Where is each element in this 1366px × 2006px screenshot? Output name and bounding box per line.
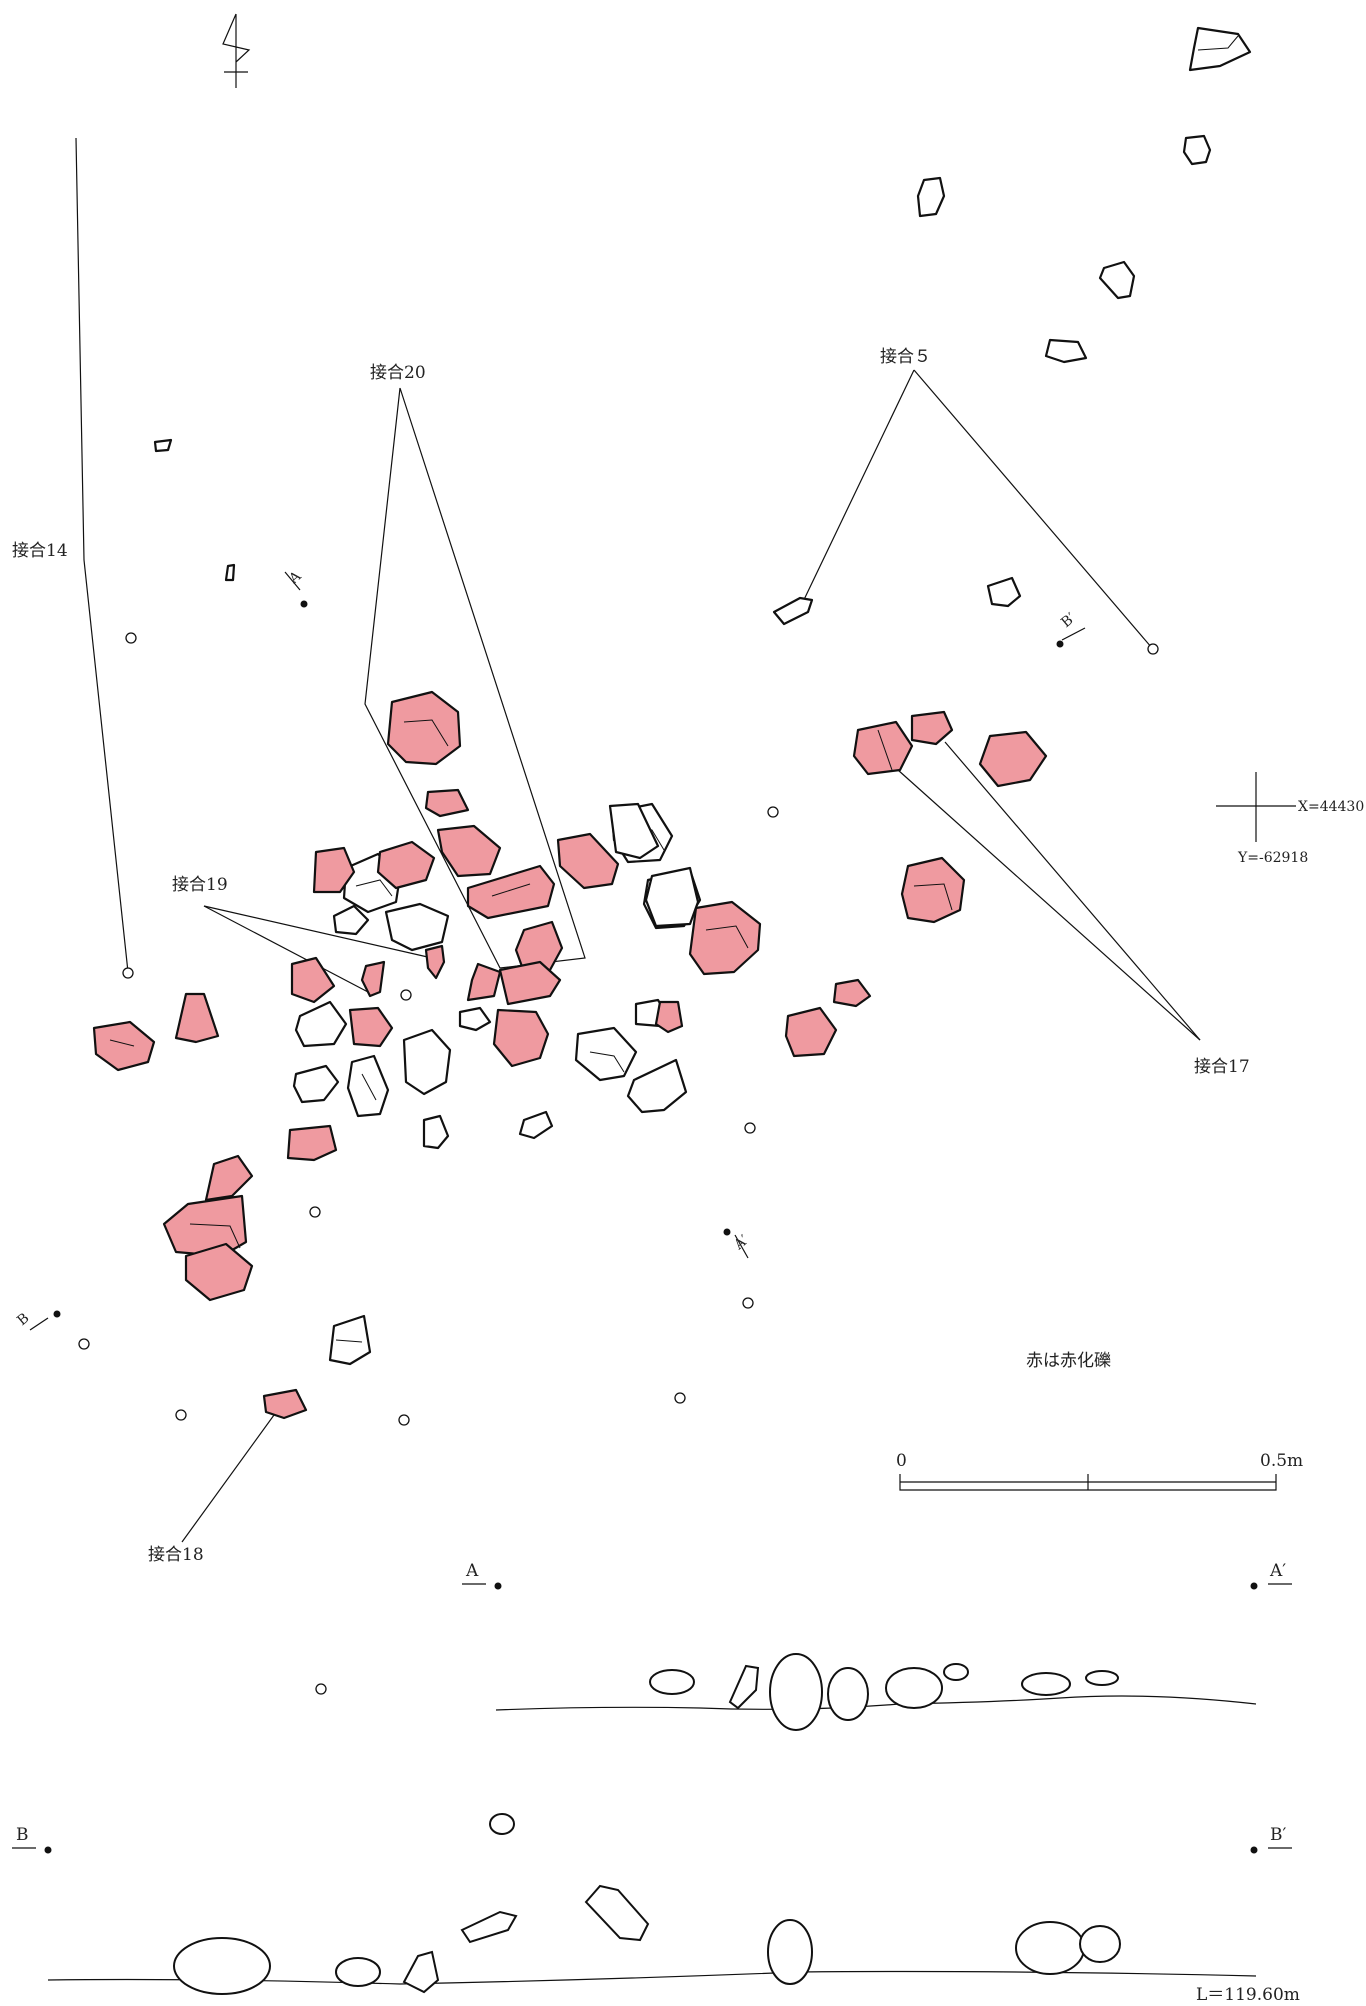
stone	[360, 960, 386, 998]
stone	[832, 978, 872, 1008]
stone	[1044, 338, 1088, 364]
stone	[852, 720, 914, 776]
stone	[292, 1064, 340, 1104]
join5-label: 接合５	[880, 347, 931, 367]
stone	[654, 1000, 684, 1034]
unburnt-stones	[153, 26, 1252, 1366]
stone	[910, 710, 954, 746]
elevation-label: L＝119.60m	[1196, 1985, 1300, 2005]
svg-text:B′: B′	[1058, 610, 1079, 631]
stone	[466, 962, 502, 1002]
stone	[492, 1008, 550, 1068]
join20-label: 接合20	[370, 363, 426, 383]
stone	[916, 176, 946, 218]
stone	[174, 992, 220, 1044]
join14-label: 接合14	[12, 541, 68, 561]
section-a-label: A	[465, 1561, 479, 1581]
section-a: A A′	[462, 1561, 1292, 1731]
stone	[900, 856, 966, 924]
stone	[626, 1058, 688, 1114]
scale-end: 0.5m	[1260, 1451, 1303, 1471]
stone	[556, 832, 620, 890]
stone	[153, 438, 173, 453]
stone	[424, 788, 470, 818]
stone	[784, 1006, 838, 1058]
stone	[608, 802, 660, 860]
north-arrow-icon	[222, 13, 251, 88]
svg-text:A′: A′	[731, 1232, 752, 1253]
join17-label: 接合17	[1194, 1057, 1250, 1077]
stone	[1098, 260, 1136, 300]
stone	[224, 563, 236, 582]
stone	[772, 596, 814, 626]
section-b-prime-label: B′	[1270, 1825, 1286, 1845]
stone	[422, 1114, 450, 1150]
stone	[162, 1194, 248, 1258]
stone	[348, 1006, 394, 1048]
scale-bar: 0 0.5m	[896, 1451, 1303, 1491]
join19-label: 接合19	[172, 875, 228, 895]
stone	[644, 866, 700, 928]
stone	[688, 900, 762, 976]
stone	[574, 1026, 638, 1082]
stone	[290, 956, 336, 1004]
stone	[376, 840, 436, 890]
stone	[328, 1314, 372, 1366]
scale-start: 0	[896, 1451, 907, 1471]
stone	[518, 1110, 554, 1140]
section-b-label: B	[16, 1825, 29, 1845]
stone	[986, 576, 1022, 608]
stone	[312, 846, 356, 894]
join-lines	[75, 137, 1201, 1543]
stone	[184, 1242, 254, 1302]
stone	[262, 1388, 308, 1420]
coordinate-cross: X=44430 Y=-62918	[1216, 772, 1364, 866]
svg-text:B: B	[14, 1310, 32, 1329]
stone	[424, 944, 446, 980]
stone	[436, 824, 502, 878]
stone	[402, 1028, 452, 1096]
coord-x-label: X=44430	[1298, 799, 1364, 815]
stone	[286, 1124, 338, 1162]
survey-points	[53, 600, 1159, 1695]
reddened-stones	[92, 690, 1048, 1420]
legend-note: 赤は赤化礫	[1026, 1351, 1111, 1371]
stone	[384, 902, 450, 952]
coord-y-label: Y=-62918	[1237, 850, 1308, 866]
section-a-prime-label: A′	[1269, 1561, 1286, 1581]
stone	[1182, 134, 1212, 166]
svg-text:A: A	[286, 568, 305, 588]
labels: 接合14 接合20 接合５ 接合19 接合17 接合18 赤は赤化礫	[12, 347, 1250, 1565]
stone	[386, 690, 462, 766]
stone	[458, 1006, 492, 1032]
stone	[294, 1000, 348, 1048]
join18-label: 接合18	[148, 1545, 204, 1565]
section-b: B B′ L＝119.60m	[12, 1813, 1300, 2005]
stone	[204, 1154, 254, 1202]
stone	[498, 960, 562, 1006]
stone	[466, 864, 556, 920]
stone	[332, 904, 370, 936]
stone	[978, 730, 1048, 788]
stone	[92, 1020, 156, 1072]
